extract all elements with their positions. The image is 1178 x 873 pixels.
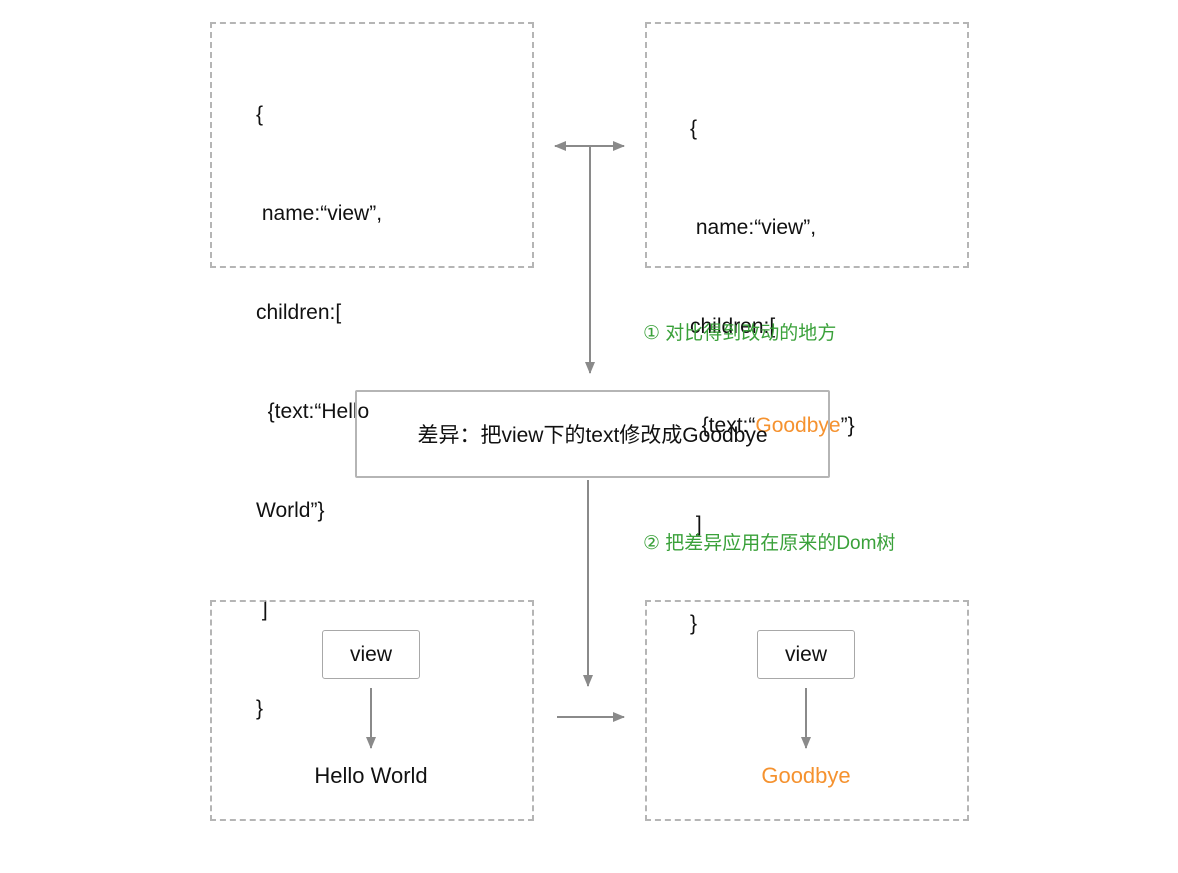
new-code-line-changed: {text:“Goodbye”}	[690, 409, 855, 442]
step1-label: ① 对比得到改动的地方	[643, 323, 837, 344]
new-code-line: }	[690, 612, 698, 635]
old-code-line: {text:“Hello	[256, 400, 370, 423]
text-key: {text:“	[690, 414, 756, 437]
new-vdom-code: { name:“view”, children:[ {text:“Goodbye…	[690, 46, 855, 673]
old-view-label: view	[349, 642, 392, 666]
old-code-line: children:[	[256, 301, 342, 324]
new-code-line: name:“view”,	[690, 216, 817, 239]
new-code-line: {	[690, 117, 698, 140]
old-code-line: ]	[256, 598, 268, 621]
old-code-line: World”}	[256, 499, 325, 522]
new-view-node: view	[757, 630, 855, 679]
old-code-line: }	[256, 697, 264, 720]
step2-label: ② 把差异应用在原来的Dom树	[643, 533, 896, 554]
old-vdom-code: { name:“view”, children:[ {text:“Hello W…	[256, 32, 382, 758]
old-code-line: {	[256, 103, 264, 126]
new-code-line: ]	[690, 513, 702, 536]
new-dom-box	[645, 600, 969, 821]
diff-text: 差异：把view下的text修改成Goodbye	[417, 424, 768, 447]
old-code-line: name:“view”,	[256, 202, 383, 225]
changed-value: Goodbye	[755, 414, 841, 437]
old-view-node: view	[322, 630, 420, 679]
old-dom-box	[210, 600, 534, 821]
old-leaf-text: Hello World	[314, 763, 428, 788]
diff-box: 差异：把view下的text修改成Goodbye	[355, 390, 830, 478]
new-leaf-text: Goodbye	[761, 763, 851, 788]
text-close: ”}	[840, 414, 855, 437]
new-vdom-box	[645, 22, 969, 268]
new-code-line: children:[	[690, 315, 776, 338]
new-view-label: view	[784, 642, 827, 666]
old-vdom-box	[210, 22, 534, 268]
